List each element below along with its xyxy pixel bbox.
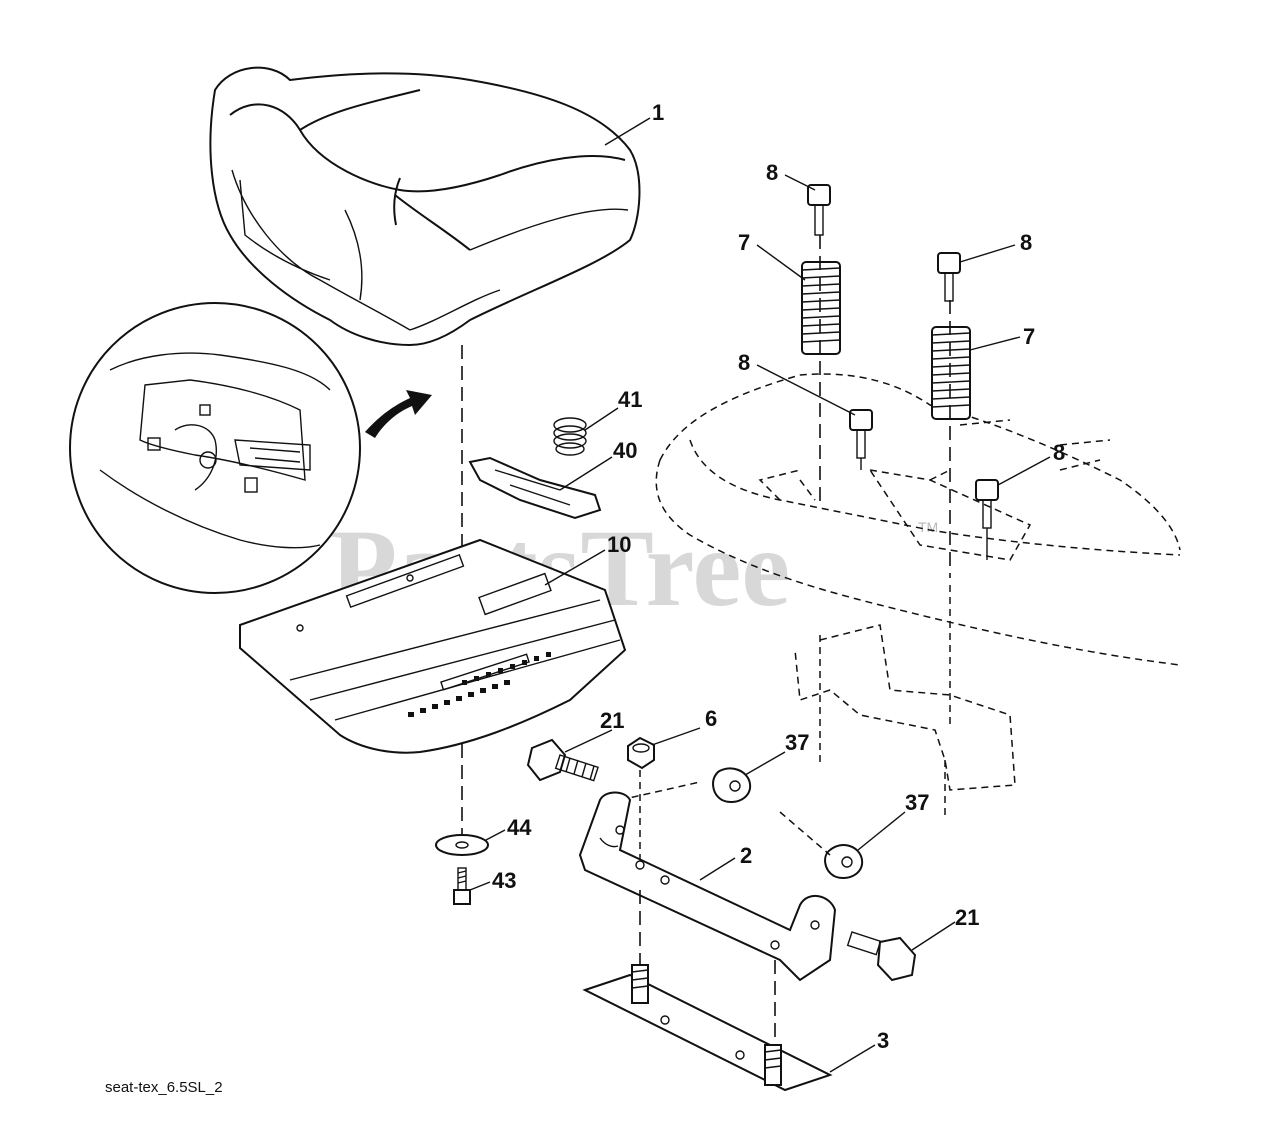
washer-part-44	[435, 834, 489, 856]
nut-part-37-b	[824, 844, 864, 879]
callout-8-mid: 8	[738, 350, 750, 375]
switch-bracket-part-40	[468, 456, 602, 520]
seat-pan-part-10	[239, 538, 627, 754]
callout-8-right-low: 8	[1053, 440, 1065, 465]
trademark-mark: TM	[918, 519, 938, 535]
callout-37-upper: 37	[785, 730, 809, 755]
bolt-part-8-a	[807, 184, 831, 236]
spring-part-7-right	[931, 326, 971, 420]
callout-7-left: 7	[738, 230, 750, 255]
callout-37-lower: 37	[905, 790, 929, 815]
bracket-part-2	[578, 791, 837, 982]
rotation-arrow-icon	[365, 390, 432, 438]
callout-8-top: 8	[766, 160, 778, 185]
plate-part-3	[582, 964, 833, 1092]
callout-2: 2	[740, 843, 752, 868]
nut-part-6	[627, 736, 655, 770]
spring-part-7-left	[801, 261, 841, 355]
diagram-caption: seat-tex_6.5SL_2	[105, 1079, 223, 1096]
callout-7-right: 7	[1023, 324, 1035, 349]
callout-44: 44	[507, 815, 532, 840]
callout-8-right-top: 8	[1020, 230, 1032, 255]
callout-10: 10	[607, 532, 631, 557]
chassis-outline	[655, 373, 1181, 820]
detail-inset	[69, 302, 361, 594]
seat-part-1	[209, 66, 641, 347]
bolt-part-8-c	[849, 409, 873, 459]
callout-21-left: 21	[600, 708, 624, 733]
nut-part-37-a	[712, 767, 752, 803]
bolt-part-8-b	[937, 252, 961, 302]
callout-21-right: 21	[955, 905, 979, 930]
callout-43: 43	[492, 868, 516, 893]
callout-41: 41	[618, 387, 642, 412]
bolt-part-21-right	[846, 931, 917, 982]
callout-3: 3	[877, 1028, 889, 1053]
leader-lines	[469, 117, 1051, 1073]
callout-1: 1	[652, 100, 664, 125]
callout-40: 40	[613, 438, 637, 463]
bolt-part-8-d	[975, 479, 999, 529]
spring-part-41	[553, 417, 587, 456]
bolt-part-43	[453, 867, 471, 905]
bolt-part-21-left	[526, 738, 599, 782]
callout-labels: 1 8 7 8 7 8 41 40 10 8 21 6 37 37 44 43 …	[492, 100, 1065, 1053]
callout-6: 6	[705, 706, 717, 731]
